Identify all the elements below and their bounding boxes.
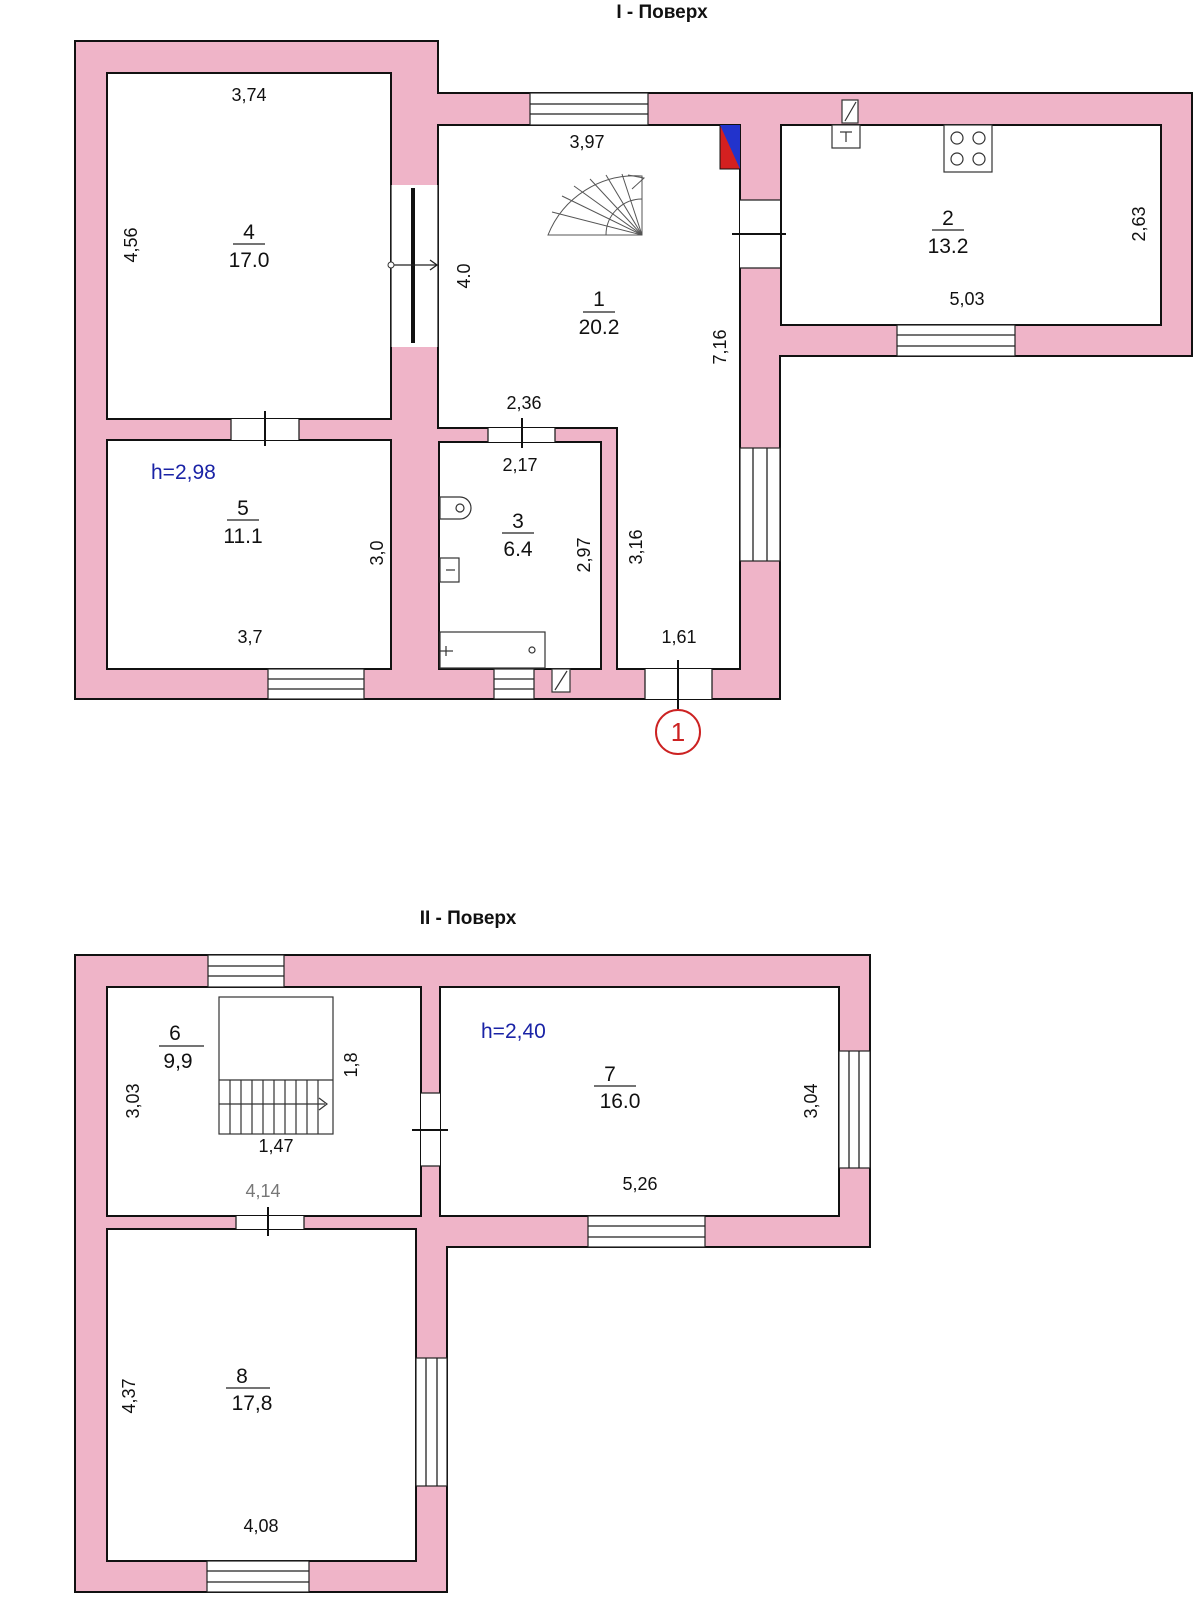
svg-text:6.4: 6.4 xyxy=(503,538,533,561)
svg-text:2: 2 xyxy=(942,207,954,230)
staircase-icon xyxy=(218,996,334,1135)
chimney-icon xyxy=(719,124,741,170)
floor-1-title: I - Поверх xyxy=(616,2,708,23)
floor-2-dimensions: 1,8 1,47 3,03 4,14 3,04 5,26 4,37 4,08 xyxy=(119,1052,821,1536)
svg-text:5,26: 5,26 xyxy=(622,1174,657,1194)
entrance-marker-label: 1 xyxy=(671,717,685,747)
svg-text:3,04: 3,04 xyxy=(801,1083,821,1118)
svg-text:17,8: 17,8 xyxy=(232,1392,273,1415)
room-6-label: 6 9,9 xyxy=(159,1022,204,1073)
svg-text:2,97: 2,97 xyxy=(574,537,594,572)
svg-text:2,63: 2,63 xyxy=(1129,206,1149,241)
svg-text:4,14: 4,14 xyxy=(245,1181,280,1201)
bathtub-icon xyxy=(439,631,546,669)
floor-1-windows xyxy=(267,92,1016,700)
svg-text:3: 3 xyxy=(512,510,524,533)
kitchen-sink-icon xyxy=(831,99,861,149)
svg-text:7: 7 xyxy=(604,1063,616,1086)
svg-text:4,56: 4,56 xyxy=(121,227,141,262)
svg-text:1: 1 xyxy=(593,288,605,311)
room-8 xyxy=(106,1228,417,1562)
room-7-label: 7 16.0 xyxy=(594,1063,640,1113)
room-2-label: 2 13.2 xyxy=(928,207,969,258)
floor-2-doors xyxy=(235,1092,448,1236)
stove-icon xyxy=(943,124,993,173)
svg-text:9,9: 9,9 xyxy=(163,1050,192,1073)
svg-text:3,74: 3,74 xyxy=(231,85,266,105)
svg-text:3,7: 3,7 xyxy=(237,627,262,647)
room-4-label: 4 17.0 xyxy=(229,221,270,272)
svg-text:3,03: 3,03 xyxy=(123,1083,143,1118)
svg-text:8: 8 xyxy=(236,1365,248,1388)
svg-text:17.0: 17.0 xyxy=(229,249,270,272)
svg-text:6: 6 xyxy=(169,1022,181,1045)
toilet-icon xyxy=(439,496,472,520)
floor-2: II - Поверх xyxy=(74,908,871,1593)
room-5-label: 5 11.1 xyxy=(223,497,262,548)
entrance-marker: 1 xyxy=(655,709,701,755)
washbasin-icon xyxy=(439,557,460,583)
svg-text:4,08: 4,08 xyxy=(243,1516,278,1536)
floor-1-doors xyxy=(230,185,786,712)
svg-text:2,17: 2,17 xyxy=(502,455,537,475)
svg-text:16.0: 16.0 xyxy=(600,1090,641,1113)
svg-text:4,37: 4,37 xyxy=(119,1378,139,1413)
room-7 xyxy=(439,986,840,1217)
svg-text:5,03: 5,03 xyxy=(949,289,984,309)
svg-text:2,36: 2,36 xyxy=(506,393,541,413)
svg-text:1,61: 1,61 xyxy=(661,627,696,647)
room-5 xyxy=(106,439,392,670)
floor-1-height: h=2,98 xyxy=(151,461,216,484)
svg-text:3,97: 3,97 xyxy=(569,132,604,152)
svg-text:13.2: 13.2 xyxy=(928,235,969,258)
room-1-label: 1 20.2 xyxy=(579,288,620,339)
svg-text:20.2: 20.2 xyxy=(579,316,620,339)
svg-text:7,16: 7,16 xyxy=(710,329,730,364)
svg-text:1,47: 1,47 xyxy=(258,1136,293,1156)
svg-text:4.0: 4.0 xyxy=(454,263,474,288)
svg-text:5: 5 xyxy=(237,497,249,520)
floor-2-height: h=2,40 xyxy=(481,1020,546,1043)
room-4 xyxy=(106,72,392,420)
spiral-staircase-icon xyxy=(547,173,646,236)
floor-1: I - Поверх xyxy=(74,2,1193,755)
svg-text:11.1: 11.1 xyxy=(223,525,262,548)
water-heater-icon xyxy=(551,668,571,693)
svg-text:1,8: 1,8 xyxy=(341,1052,361,1077)
floor-1-dimensions: 3,74 4,56 3,97 4.0 7,16 2,63 5,03 2,36 2… xyxy=(121,85,1149,647)
room-3-label: 3 6.4 xyxy=(502,510,534,561)
floor-2-title: II - Поверх xyxy=(420,908,517,929)
room-8-label: 8 17,8 xyxy=(226,1365,272,1415)
room-3 xyxy=(438,441,602,670)
svg-text:3,0: 3,0 xyxy=(367,540,387,565)
svg-text:4: 4 xyxy=(243,221,255,244)
svg-text:3,16: 3,16 xyxy=(626,529,646,564)
floor-2-windows xyxy=(206,954,871,1593)
